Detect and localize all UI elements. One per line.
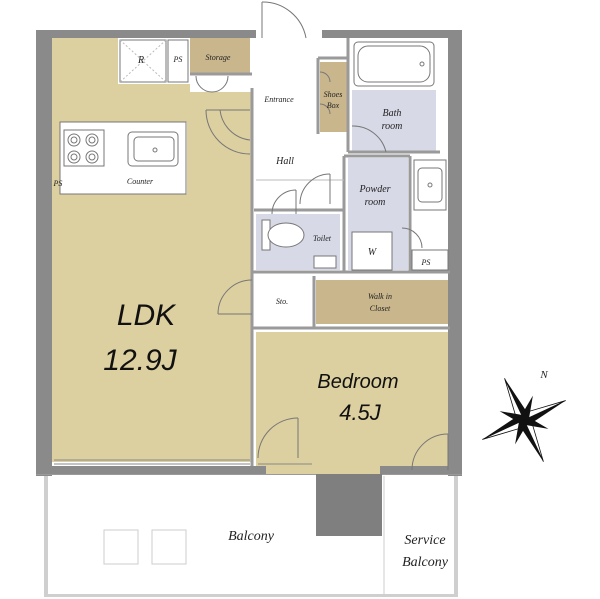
compass-rose	[482, 378, 566, 462]
powder-room-label-1: Powder	[358, 184, 390, 195]
cooktop	[63, 129, 105, 167]
counter-label: Counter	[127, 177, 154, 186]
service-balcony-label-2: Balcony	[402, 555, 449, 570]
storage-label: Storage	[206, 53, 231, 62]
entrance-label: Entrance	[263, 95, 294, 104]
walk-in-closet-label-1: Walk in	[368, 292, 392, 301]
shoes-box-label-1: Shoes	[324, 90, 343, 99]
service-balcony-label-1: Service	[404, 533, 445, 548]
walk-in-closet-label-2: Closet	[370, 304, 391, 313]
balcony-label: Balcony	[228, 529, 275, 544]
ldk-label: LDK	[117, 299, 177, 332]
kitchen-sink	[127, 131, 179, 167]
bathroom-area	[352, 90, 436, 152]
balcony	[36, 474, 462, 597]
bedroom-area	[256, 332, 450, 474]
ps-right-label: PS	[421, 258, 431, 267]
walls	[36, 30, 462, 476]
bathroom-label-2: room	[382, 121, 403, 132]
toilet-label: Toilet	[313, 234, 332, 243]
ps-top-label: PS	[173, 55, 183, 64]
bathroom-label-1: Bath	[383, 108, 402, 119]
fixtures	[59, 39, 449, 271]
outdoor-unit-2	[151, 529, 187, 565]
toilet-bowl	[267, 222, 305, 248]
storage-area	[190, 38, 250, 74]
sto-label: Sto.	[276, 297, 288, 306]
ldk-area	[52, 38, 252, 462]
sto-area	[256, 280, 312, 324]
fridge	[119, 39, 167, 83]
interior-walls	[190, 38, 450, 466]
ldk-size: 12.9J	[103, 344, 177, 377]
washer-label: W	[368, 247, 378, 258]
powder-room-label-2: room	[365, 197, 386, 208]
outdoor-unit-1	[103, 529, 139, 565]
shaft	[316, 474, 382, 536]
bedroom-label: Bedroom	[317, 371, 398, 393]
washer	[351, 231, 393, 271]
labels: LDK 12.9J Bedroom 4.5J R PS Storage PS C…	[53, 53, 449, 570]
doors	[195, 1, 449, 471]
refrigerator-label: R	[137, 55, 144, 66]
shoes-box-label-2: Box	[327, 101, 340, 110]
compass-north-label: N	[539, 369, 548, 381]
bathtub	[353, 41, 435, 87]
windows	[54, 459, 312, 465]
shoes-box-area	[320, 62, 347, 132]
bedroom-size: 4.5J	[339, 400, 382, 425]
ps-kitchen-label: PS	[53, 179, 63, 188]
hall-label: Hall	[275, 156, 294, 167]
walk-in-closet-area	[316, 280, 450, 324]
